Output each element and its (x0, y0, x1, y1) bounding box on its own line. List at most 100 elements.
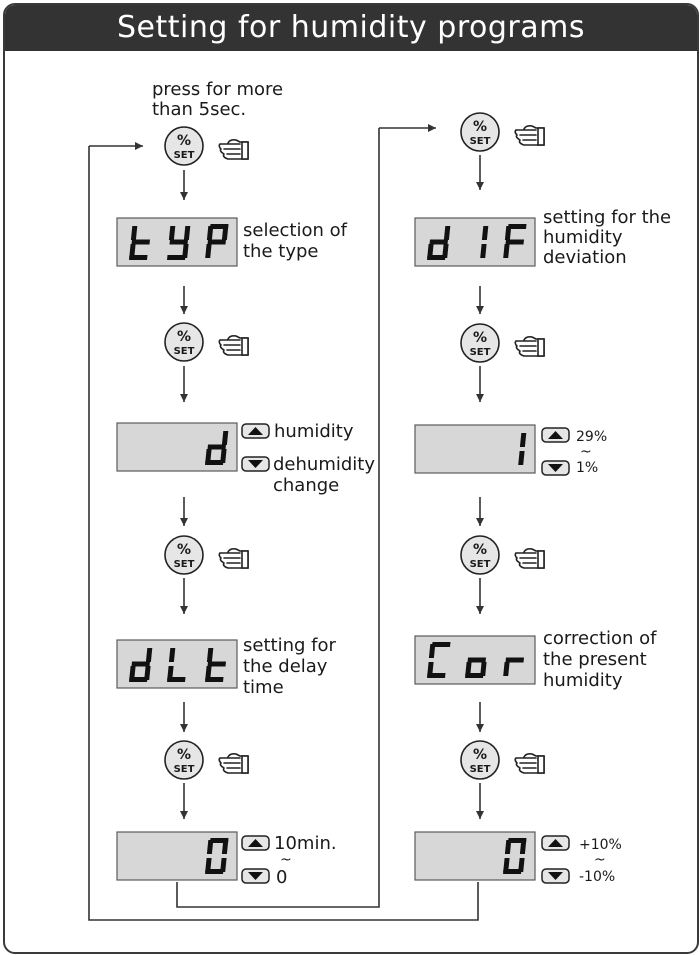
lcd-dif-digit-1-seg-c (442, 244, 449, 258)
title-bar: Setting for humidity programs (5, 5, 697, 51)
lcd-mode-digit-1 (205, 431, 229, 465)
lcd-dif-digit-3 (503, 224, 527, 258)
dlt-label-line-1: setting for (243, 635, 336, 656)
down-key-triangle (248, 460, 263, 468)
hand-outline (514, 548, 545, 569)
set-key-icon (460, 323, 500, 363)
dlt-value-down-arrow-key-icon[interactable] (241, 868, 270, 884)
cor-value-up-arrow-key-icon[interactable] (541, 835, 570, 851)
lcd-dlt-digit-2-seg-f (168, 648, 176, 662)
lcd-dlt-digit-3 (205, 648, 226, 682)
dif-value-down-arrow-key-icon[interactable] (541, 460, 570, 476)
mode-down-arrow-key-icon[interactable] (241, 456, 270, 472)
lcd-typ-digit-2-seg-b (183, 226, 191, 240)
lcd-typ (116, 217, 238, 267)
lcd-dlt-digit-3-seg-g (207, 661, 226, 667)
hand-cuff (537, 755, 545, 774)
lcd-dlt-digit-1-seg-g (131, 661, 150, 667)
hand-outline (218, 335, 249, 356)
dif-label-line-1: setting for the (543, 207, 671, 228)
pointing-hand-icon (514, 753, 545, 774)
hand-cuff (537, 127, 545, 146)
set-button-6[interactable]: %SET (460, 323, 500, 363)
lcd-dif-value-digit-1 (518, 433, 527, 465)
dlt-value-up-arrow-key-icon[interactable] (241, 835, 270, 851)
lcd-cor-value-digit-1-seg-f (504, 840, 512, 854)
set-button-3[interactable]: %SET (164, 535, 204, 575)
set-key-icon (164, 126, 204, 166)
lcd-dlt-digit-3-seg-e (205, 666, 212, 680)
down-key-triangle (548, 464, 563, 472)
set-key-bottom-label: SET (470, 764, 491, 775)
connector-return-loop (88, 146, 479, 921)
diagram-frame: Setting for humidity programs (3, 3, 699, 954)
cor-label-line-1: correction of (543, 628, 657, 649)
lcd-cor-value (414, 831, 536, 881)
set-key-icon (164, 322, 204, 362)
set-button-2[interactable]: %SET (164, 322, 204, 362)
press-note-line-1: press for more (152, 79, 283, 100)
pointing-hand-icon (218, 548, 249, 569)
lcd-cor-value-digit-1-seg-c (518, 858, 525, 872)
hand-cuff (241, 550, 249, 569)
lcd-dif-digit-1-seg-e (427, 244, 434, 258)
press-note-line-2: than 5sec. (152, 99, 246, 120)
lcd-typ-digit-2-seg-g (169, 239, 188, 245)
lcd-dlt-value-digit-1-seg-c (220, 858, 227, 872)
hand-cuff (537, 550, 545, 569)
mode-up-label: humidity (274, 421, 354, 442)
cor-value-down-arrow-key-icon[interactable] (541, 868, 570, 884)
dif-value-max: 29% (576, 429, 607, 445)
lcd-typ-digit-2-seg-f (168, 226, 176, 240)
hand-outline (218, 139, 249, 160)
lcd-typ-digit-2-seg-d (167, 255, 186, 260)
lcd-cor-digit-3-seg-e (503, 662, 510, 676)
set-button-8[interactable]: %SET (460, 740, 500, 780)
up-key-triangle (548, 431, 563, 439)
lcd-cor-digit-1-seg-e (427, 662, 434, 676)
cor-label-line-3: humidity (543, 670, 623, 691)
lcd-dlt-digit-2 (167, 648, 186, 682)
set-key-icon (164, 535, 204, 575)
lcd-mode-digit-1-seg-e (205, 449, 212, 463)
lcd-dif-value-digit-1-seg-b (519, 433, 527, 447)
set-key-top-label: % (473, 747, 487, 763)
set-key-bottom-label: SET (174, 764, 195, 775)
lcd-dif-digit-1 (427, 226, 451, 260)
lcd-dlt-digit-2-seg-e (167, 666, 174, 680)
pointing-hand-icon (514, 125, 545, 146)
lcd-cor-value-digit-1-seg-e (503, 858, 510, 872)
set-key-top-label: % (177, 542, 191, 558)
lcd-dif-digit-2-seg-c (480, 244, 487, 258)
mode-up-arrow-key-icon[interactable] (241, 423, 270, 439)
pointing-hand-icon (218, 335, 249, 356)
dif-value-min: 1% (576, 460, 598, 476)
dlt-value-max: 10min. (274, 833, 337, 854)
hand-outline (514, 753, 545, 774)
set-button-5[interactable]: %SET (460, 112, 500, 152)
dif-value-up-arrow-key-icon[interactable] (541, 427, 570, 443)
lcd-cor-digit-1-seg-f (428, 644, 436, 658)
lcd-typ-digit-1 (129, 226, 150, 260)
set-button-1[interactable]: %SET (164, 126, 204, 166)
lcd-dlt-digit-1-seg-b (145, 648, 153, 662)
connector-left-to-right (176, 128, 380, 908)
set-key-bottom-label: SET (174, 346, 195, 357)
lcd-dif-value-frame (414, 424, 536, 474)
lcd-typ-digit-2 (167, 226, 191, 260)
lcd-dlt-digit-1-seg-e (129, 666, 136, 680)
lcd-cor-digit-1 (427, 642, 451, 678)
lcd-dlt-value-digit-1 (205, 838, 229, 874)
lcd-dif-digit-1-seg-g (429, 239, 448, 245)
hand-outline (218, 548, 249, 569)
lcd-dlt-digit-1-seg-c (144, 666, 151, 680)
set-key-top-label: % (177, 747, 191, 763)
cor-value-tilde: ~ (594, 852, 606, 868)
dlt-label-line-3: time (243, 677, 284, 698)
hand-cuff (537, 338, 545, 357)
lcd-cor-value-digit-1 (503, 838, 527, 874)
set-button-7[interactable]: %SET (460, 535, 500, 575)
pointing-hand-icon (218, 139, 249, 160)
set-button-4[interactable]: %SET (164, 740, 204, 780)
